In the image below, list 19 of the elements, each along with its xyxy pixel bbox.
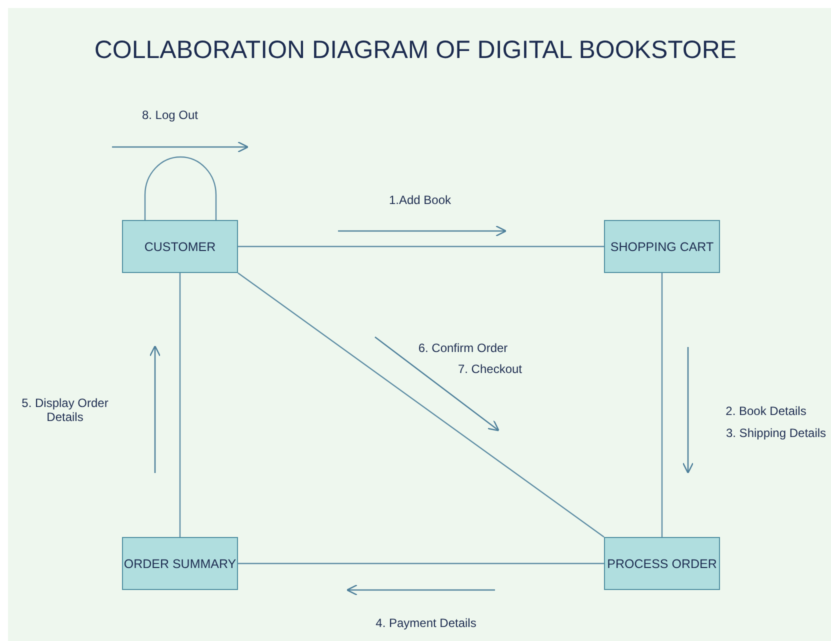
message-label: 2. Book Details [724,404,808,418]
link-line [179,273,181,537]
message-label: 8. Log Out [140,108,200,122]
message-label: 4. Payment Details [374,616,478,630]
object-box: ORDER SUMMARY [122,537,238,590]
message-label: 1.Add Book [388,193,452,207]
object-box: CUSTOMER [122,220,238,273]
link-line [238,246,604,248]
link-line [661,273,663,537]
message-label: 3. Shipping Details [724,426,828,440]
link-line [238,562,604,564]
self-link [144,156,217,220]
message-label: 7. Checkout [456,362,524,376]
object-box: SHOPPING CART [604,220,720,273]
message-label: 6. Confirm Order [417,341,509,355]
message-label: 5. Display Order Details [20,396,110,424]
object-box: PROCESS ORDER [604,537,720,590]
diagram-title: COLLABORATION DIAGRAM OF DIGITAL BOOKSTORE [93,36,738,65]
link-line [238,272,604,538]
